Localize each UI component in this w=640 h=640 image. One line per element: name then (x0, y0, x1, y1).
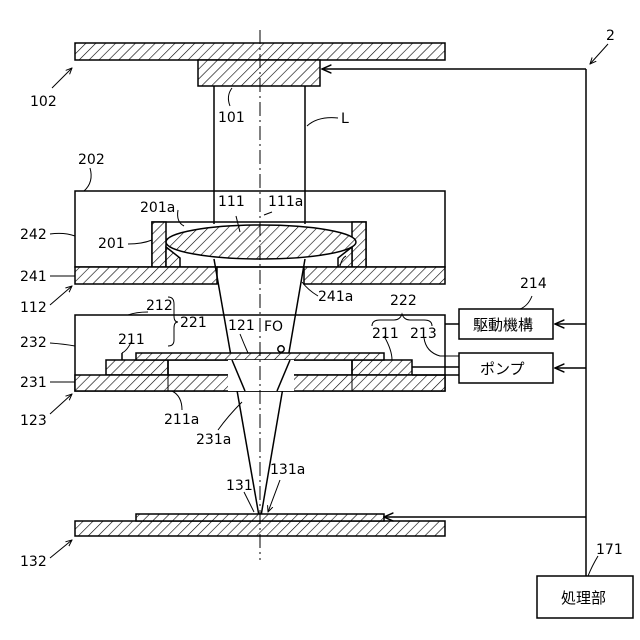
label-optical-unit: 112 (20, 300, 47, 316)
leader-light-source (52, 68, 72, 88)
label-plate-left: 211 (118, 332, 145, 348)
upper-base-left (75, 267, 217, 284)
label-lens-face: 111a (268, 194, 303, 210)
upper-base-right (304, 267, 445, 284)
label-processor-num: 171 (596, 542, 623, 558)
leader-target-stage (50, 540, 72, 558)
label-beam: L (341, 111, 349, 127)
leader-optical-unit (50, 286, 72, 305)
leader-processor (588, 556, 598, 576)
drive-mechanism-label: 駆動機構 (473, 316, 533, 334)
label-system: 2 (606, 28, 615, 44)
label-light-source: 102 (30, 94, 57, 110)
leader-sample (240, 334, 248, 353)
leader-lens-face (264, 212, 272, 215)
leader-target (244, 492, 254, 512)
pump-label: ポンプ (480, 360, 525, 378)
leader-drive (520, 296, 532, 309)
label-drive-num: 214 (520, 276, 547, 292)
processor-label: 処理部 (561, 589, 606, 607)
leader-lower-frame (50, 343, 75, 346)
label-plate-right: 211 (372, 326, 399, 342)
leader-stage-unit (50, 394, 72, 414)
leader-holder-face (178, 210, 184, 226)
label-lens-holder-face: 201a (140, 200, 175, 216)
label-target: 131 (226, 478, 253, 494)
label-lens-holder: 201 (98, 236, 125, 252)
label-base-hole: 231a (196, 432, 231, 448)
leader-lens-holder (128, 240, 152, 244)
brace-222 (372, 314, 432, 326)
label-target-face: 131a (270, 462, 305, 478)
label-group-222: 222 (390, 293, 417, 309)
focus-point (278, 346, 284, 352)
leader-plate-hole (172, 391, 182, 410)
label-sample: 121 (228, 318, 255, 334)
label-lower-base: 231 (20, 375, 47, 391)
leader-beam (307, 118, 338, 126)
leader-target-face (268, 480, 280, 512)
label-lens: 111 (218, 194, 245, 210)
label-group-221: 221 (180, 315, 207, 331)
lens (166, 225, 356, 259)
label-focus-point: FO (264, 319, 283, 335)
leader-upper-frame (50, 233, 75, 236)
label-upper-housing: 202 (78, 152, 105, 168)
leader-emitter (228, 88, 232, 106)
lens-holder-left (152, 222, 166, 267)
plate-right (352, 360, 412, 375)
label-lower-frame: 232 (20, 335, 47, 351)
label-upper-base-hole: 241a (318, 289, 353, 305)
label-plate-hole: 211a (164, 412, 199, 428)
leader-upper-housing (84, 168, 91, 191)
label-pump-num: 213 (410, 326, 437, 342)
emitter-block (198, 60, 320, 86)
leader-base-hole-lower (218, 402, 242, 430)
label-group-212: 212 (146, 298, 173, 314)
label-upper-base: 241 (20, 269, 47, 285)
label-emitter: 101 (218, 110, 245, 126)
label-stage-unit: 123 (20, 413, 47, 429)
label-target-stage: 132 (20, 554, 47, 570)
leader-system (590, 44, 608, 64)
label-upper-frame: 242 (20, 227, 47, 243)
plate-left (106, 360, 168, 375)
